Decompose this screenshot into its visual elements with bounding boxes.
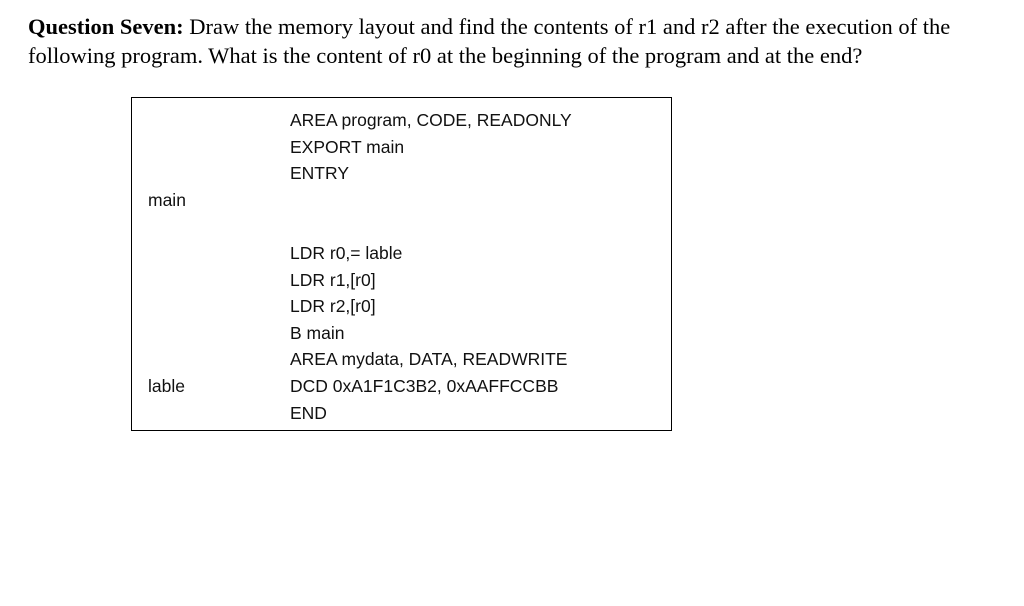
- code-line: B main: [290, 323, 345, 343]
- code-line: EXPORT main: [290, 137, 405, 157]
- code-line: DCD 0xA1F1C3B2, 0xAAFFCCBB: [290, 376, 559, 396]
- question-title: Question Seven:: [28, 14, 184, 39]
- label-main: main: [148, 190, 186, 210]
- code-line: AREA mydata, DATA, READWRITE: [290, 349, 568, 369]
- code-line: LDR r2,[r0]: [290, 296, 376, 316]
- code-line: LDR r1,[r0]: [290, 270, 376, 290]
- label-lable: lable: [148, 376, 185, 396]
- code-listing-box: main lable AREA program, CODE, READONLY …: [131, 97, 672, 431]
- code-line: END: [290, 403, 327, 423]
- code-line: LDR r0,= lable: [290, 243, 403, 263]
- question-text: Question Seven: Draw the memory layout a…: [28, 12, 1008, 70]
- code-line: ENTRY: [290, 163, 349, 183]
- question-body: Draw the memory layout and find the cont…: [28, 14, 951, 68]
- code-line: AREA program, CODE, READONLY: [290, 110, 572, 130]
